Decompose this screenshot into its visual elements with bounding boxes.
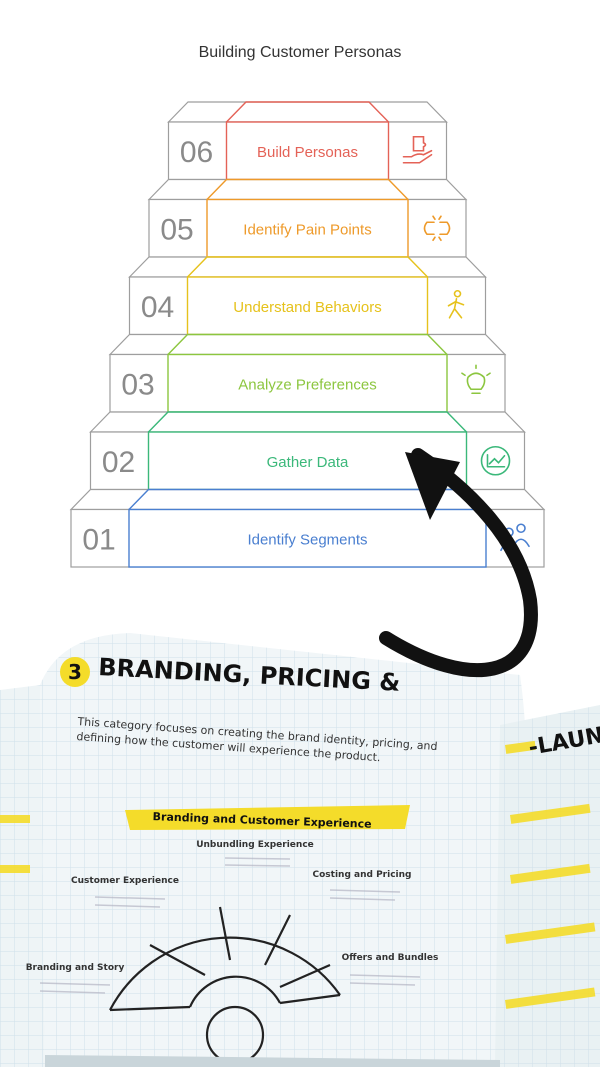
section-number: 3	[68, 660, 82, 684]
step-label: Build Personas	[257, 144, 358, 161]
hand-puzzle-icon	[402, 135, 433, 164]
step-label: Analyze Preferences	[238, 376, 376, 393]
step-02: 02 Gather Data	[89, 411, 526, 491]
book-label-offers: Offers and Bundles	[342, 953, 439, 963]
book-banner	[125, 805, 410, 830]
book-label-branding: Branding and Story	[26, 963, 125, 973]
book-fan-diagram	[109, 906, 341, 1065]
step-01: 01 Identify Segments	[69, 488, 546, 568]
lightbulb-icon	[461, 364, 491, 395]
broken-link-icon	[423, 215, 451, 242]
step-06: 06 Build Personas	[167, 101, 448, 181]
book-label-costing: Costing and Pricing	[313, 870, 412, 880]
step-label: Identify Segments	[247, 531, 367, 548]
section-number-badge	[60, 657, 90, 687]
step-05: 05 Identify Pain Points	[147, 178, 468, 258]
walking-person-icon	[447, 289, 465, 319]
step-number: 01	[82, 523, 115, 556]
step-04: 04 Understand Behaviors	[128, 256, 487, 336]
step-label: Gather Data	[267, 454, 349, 471]
step-number: 06	[180, 136, 213, 169]
step-number: 05	[160, 213, 193, 246]
book-label-unbundling: Unbundling Experience	[196, 840, 314, 850]
step-label: Understand Behaviors	[233, 299, 381, 316]
step-number: 03	[121, 368, 154, 401]
book-label-customer-experience: Customer Experience	[71, 876, 179, 886]
book-photo: 3 BRANDING, PRICING & -LAUN This categor…	[0, 633, 600, 1067]
step-number: 04	[141, 291, 174, 324]
step-number: 02	[102, 446, 135, 479]
staircase-diagram: 06 Build Personas 05 Identify Pain Points 04…	[69, 101, 546, 568]
step-label: Identify Pain Points	[243, 221, 371, 238]
page-title: Building Customer Personas	[198, 44, 402, 61]
step-03: 03 Analyze Preferences	[108, 333, 507, 413]
